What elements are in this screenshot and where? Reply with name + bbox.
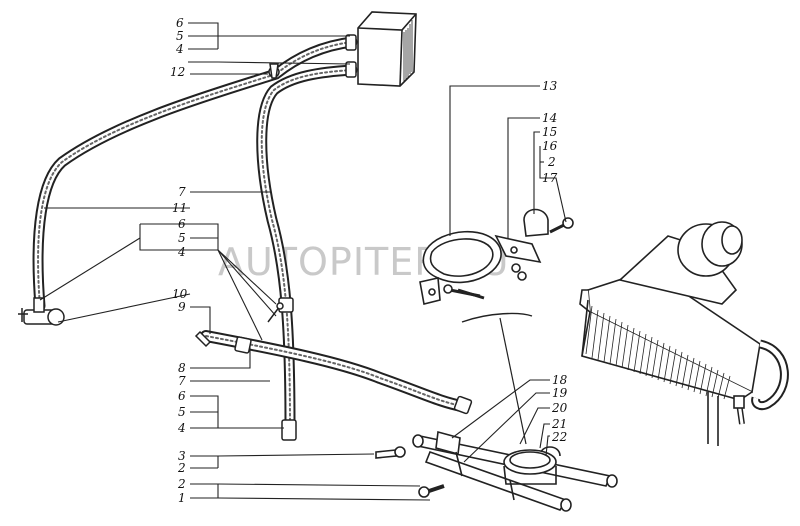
callout-label: 13 xyxy=(542,79,558,93)
bolt xyxy=(375,288,485,498)
callouts-left: 6 5 4 12 7 11 6 5 4 10 9 8 7 6 5 4 3 2 2… xyxy=(170,16,188,505)
callout-label: 17 xyxy=(542,171,558,185)
callout-label: 4 xyxy=(177,421,186,435)
drain-valve xyxy=(18,297,65,326)
callout-label: 2 xyxy=(177,477,186,491)
callout-label: 22 xyxy=(551,430,567,444)
hose-vertical xyxy=(256,64,358,431)
callout-label: 15 xyxy=(542,125,557,139)
callout-label: 20 xyxy=(551,401,568,415)
callout-label: 5 xyxy=(178,405,186,419)
lower-pipe-assembly xyxy=(412,430,618,512)
callout-label: 7 xyxy=(178,374,186,388)
callout-label: 4 xyxy=(175,42,184,56)
callout-label: 8 xyxy=(178,361,186,375)
callout-label: 6 xyxy=(178,389,186,403)
callout-label: 14 xyxy=(542,111,557,125)
callout-label: 19 xyxy=(552,386,568,400)
assembly-line xyxy=(499,317,527,445)
callout-label: 2 xyxy=(547,155,556,169)
heater-radiator-top xyxy=(357,11,417,87)
callout-label: 3 xyxy=(178,449,186,463)
callout-label: 10 xyxy=(172,287,188,301)
bracket-arc-line xyxy=(461,312,533,323)
callout-label: 21 xyxy=(551,417,567,431)
clamp-bracket xyxy=(419,208,574,305)
hose-diagonal xyxy=(200,330,468,412)
small-screw xyxy=(194,302,284,348)
heater-unit xyxy=(579,221,789,446)
callout-label: 12 xyxy=(170,65,185,79)
callout-label: 5 xyxy=(176,29,184,43)
callout-label: 7 xyxy=(178,185,186,199)
callout-label: 16 xyxy=(542,139,558,153)
callout-label: 6 xyxy=(176,16,184,30)
callout-label: 9 xyxy=(178,300,186,314)
callout-label: 6 xyxy=(178,217,186,231)
callout-label: 11 xyxy=(172,201,187,215)
callouts-right: 13 14 15 16 2 17 18 19 20 21 22 xyxy=(542,79,568,444)
callout-label: 4 xyxy=(177,245,186,259)
callout-label: 18 xyxy=(552,373,568,387)
callout-label: 2 xyxy=(177,461,186,475)
leader-lines-right xyxy=(449,85,567,463)
hose-clamp xyxy=(234,34,473,441)
leader-lines-left xyxy=(39,22,431,501)
hose-left-long xyxy=(32,36,358,312)
callout-label: 5 xyxy=(178,231,186,245)
junction-clip xyxy=(268,63,280,79)
callout-label: 1 xyxy=(178,491,186,505)
